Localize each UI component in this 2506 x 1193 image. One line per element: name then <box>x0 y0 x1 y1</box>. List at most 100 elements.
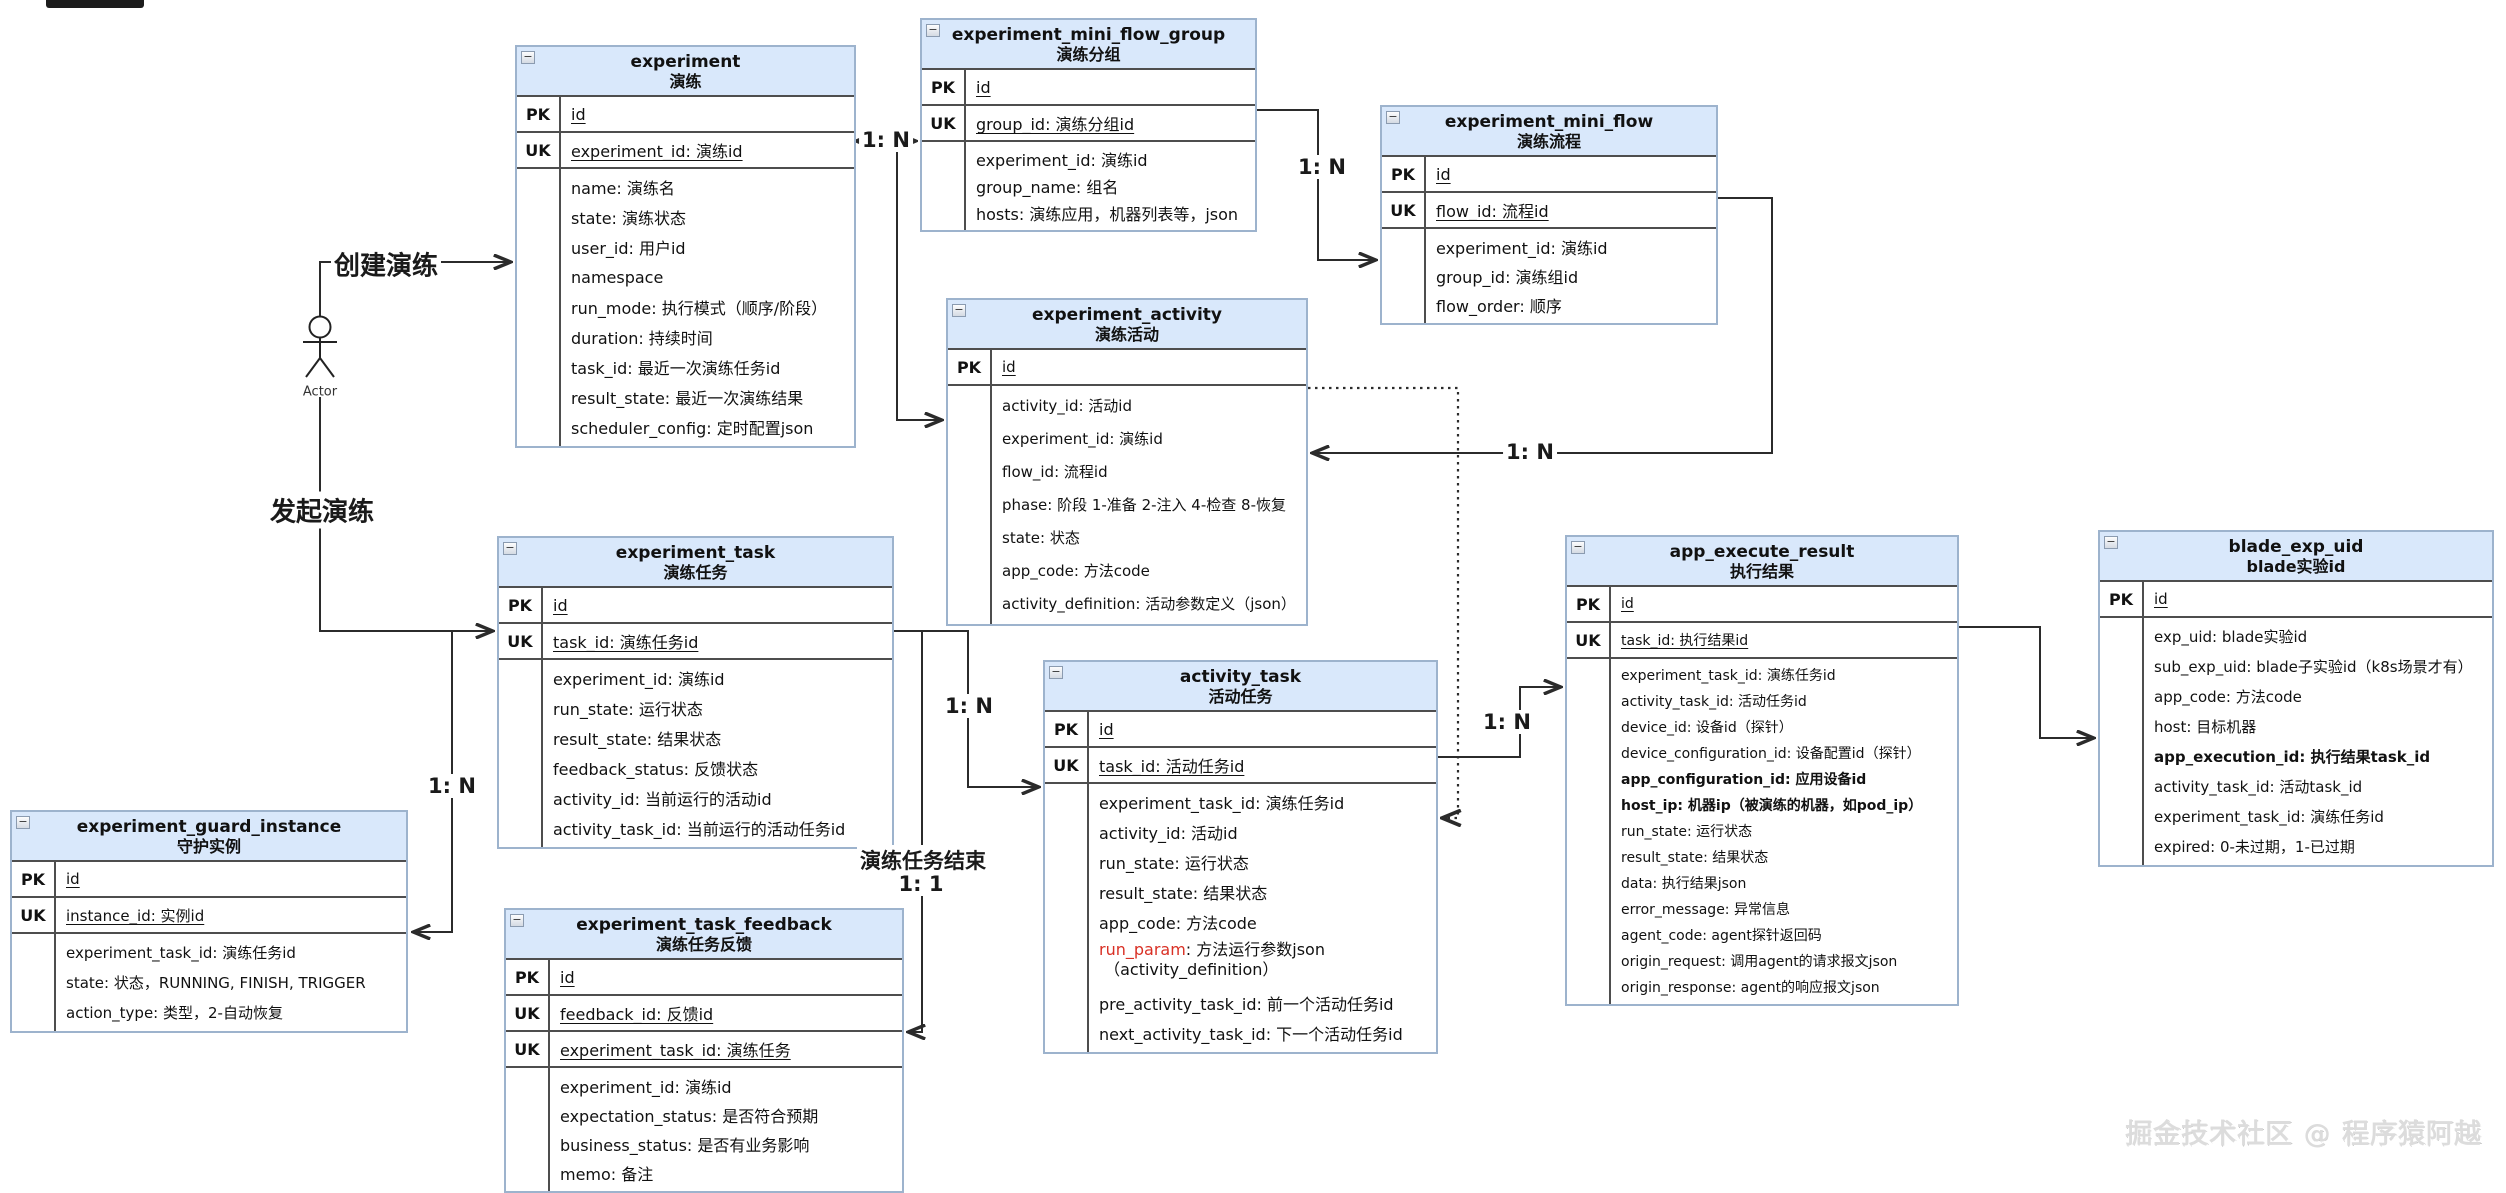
attribute-row: next_activity_task_id: 下一个活动任务id <box>1099 1025 1403 1044</box>
attribute-row: exp_uid: blade实验id <box>2154 627 2308 646</box>
edge-experiment-task-to-guard-instance <box>414 631 453 932</box>
key-field: id <box>66 870 80 888</box>
collapse-icon[interactable]: − <box>1571 541 1585 554</box>
attribute-row: task_id: 最近一次演练任务id <box>571 359 781 378</box>
entity-name: experiment_task_feedback <box>576 914 832 935</box>
collapse-icon[interactable]: − <box>510 914 524 927</box>
collapse-icon[interactable]: − <box>2104 536 2118 549</box>
attribute-row: user_id: 用户id <box>571 239 686 258</box>
entity-subtitle: 演练 <box>669 71 702 91</box>
collapse-icon[interactable]: − <box>952 304 966 317</box>
attribute-row: group_id: 演练组id <box>1436 267 1579 287</box>
entity-subtitle: 执行结果 <box>1729 561 1794 581</box>
key-type-label: PK <box>2100 582 2144 616</box>
collapse-icon[interactable]: − <box>521 51 535 64</box>
attribute-row: experiment_task_id: 演练任务id <box>1621 668 1836 684</box>
entity-name: experiment_mini_flow_group <box>951 24 1226 45</box>
attribute-row: app_code: 方法code <box>1099 914 1257 933</box>
edge-label-one_to_n: 1: N <box>1295 155 1349 179</box>
attribute-row: action_type: 类型，2-自动恢复 <box>66 1003 283 1022</box>
attribute-row: name: 演练名 <box>571 179 675 198</box>
edge-label-one_to_n: 1: N <box>1503 440 1557 464</box>
entity-subtitle: 演练任务 <box>663 562 728 582</box>
collapse-icon[interactable]: − <box>1049 666 1063 679</box>
key-type-label: UK <box>1567 623 1611 657</box>
attribute-row: scheduler_config: 定时配置json <box>571 419 814 438</box>
key-type-label: PK <box>922 70 966 104</box>
collapse-icon[interactable]: − <box>1386 111 1400 124</box>
attribute-row: activity_task_id: 活动任务id <box>1621 694 1807 710</box>
entity-name: experiment_mini_flow <box>1444 111 1654 132</box>
edge-actor-start-experiment-task <box>319 397 492 631</box>
attribute-row: app_configuration_id: 应用设备id <box>1621 772 1867 788</box>
attribute-row: business_status: 是否有业务影响 <box>560 1135 810 1155</box>
attribute-row: agent_code: agent探针返回码 <box>1621 928 1822 944</box>
key-type-label: PK <box>506 960 550 994</box>
attribute-row: experiment_task_id: 演练任务id <box>1099 794 1345 813</box>
attribute-row: run_state: 运行状态 <box>1621 824 1753 840</box>
attribute-row: flow_order: 顺序 <box>1436 296 1562 316</box>
attribute-row: memo: 备注 <box>560 1164 654 1184</box>
entity-name: blade_exp_uid <box>2228 536 2364 557</box>
attribute-row: run_param: 方法运行参数json （activity_definiti… <box>1099 940 1325 979</box>
key-column-spacer <box>1382 229 1426 323</box>
collapse-icon[interactable]: − <box>926 24 940 37</box>
key-column-spacer <box>2100 618 2144 865</box>
key-column-spacer <box>517 169 561 446</box>
attribute-row: activity_task_id: 当前运行的活动任务id <box>553 820 846 839</box>
edge-activity-to-activity-task-dotted <box>1308 386 1458 818</box>
attribute-row: host: 目标机器 <box>2154 717 2257 736</box>
attribute-row: data: 执行结果json <box>1621 876 1747 892</box>
collapse-icon[interactable]: − <box>16 816 30 829</box>
key-type-label: UK <box>1045 748 1089 782</box>
edge-label-one_to_n: 1: N <box>942 694 996 718</box>
key-field: id <box>1002 358 1016 376</box>
attribute-row: hosts: 演练应用，机器列表等，json <box>976 204 1239 224</box>
edge-label-one_to_n: 1: N <box>1480 710 1534 734</box>
attribute-row: result_state: 结果状态 <box>553 730 722 749</box>
attribute-row: error_message: 异常信息 <box>1621 902 1790 918</box>
attribute-row: experiment_id: 演练id <box>560 1077 732 1097</box>
edge-mini-flow-group-to-mini-flow <box>1257 109 1375 260</box>
attribute-row: activity_id: 活动id <box>1002 397 1132 415</box>
attribute-row: experiment_id: 演练id <box>553 670 725 689</box>
key-type-label: UK <box>12 898 56 932</box>
key-field: id <box>976 77 991 97</box>
collapse-icon[interactable]: − <box>503 542 517 555</box>
attribute-row: state: 状态，RUNNING, FINISH, TRIGGER <box>66 973 366 992</box>
key-field: feedback_id: 反馈id <box>560 1005 714 1024</box>
attribute-row: experiment_task_id: 演练任务id <box>2154 807 2384 826</box>
edge-label-one_to_n: 1: N <box>859 128 913 152</box>
attribute-row: device_id: 设备id（探针） <box>1621 720 1793 736</box>
attribute-row: origin_response: agent的响应报文json <box>1621 980 1880 996</box>
key-type-label: PK <box>1382 157 1426 191</box>
edge-label-actor: Actor <box>302 384 338 400</box>
attribute-row: origin_request: 调用agent的请求报文json <box>1621 954 1898 970</box>
attribute-row: duration: 持续时间 <box>571 329 713 348</box>
edge-actor-create-experiment <box>319 262 510 316</box>
attribute-row: host_ip: 机器ip（被演练的机器，如pod_ip） <box>1621 798 1923 814</box>
attribute-row: run_state: 运行状态 <box>1099 854 1249 873</box>
key-column-spacer <box>506 1068 550 1191</box>
